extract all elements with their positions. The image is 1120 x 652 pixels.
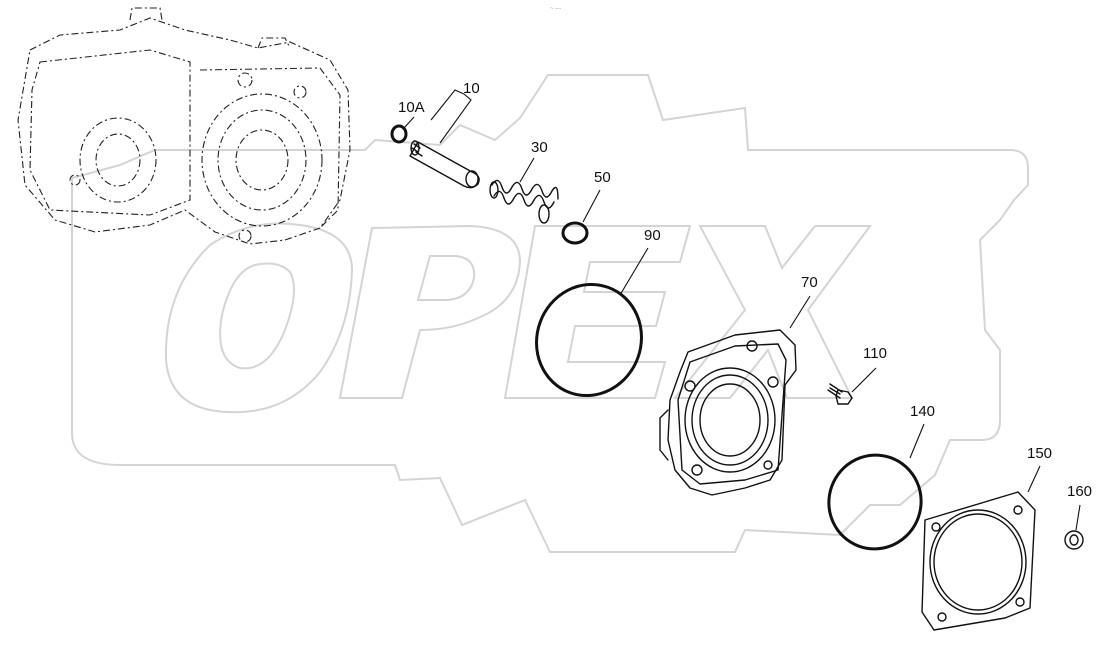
- header-mark: ~ ---: [550, 6, 561, 12]
- part-110-bolt: [827, 383, 853, 405]
- part-150-gasket: [921, 491, 1036, 631]
- watermark-opex: [164, 222, 872, 414]
- part-90-oring: [535, 282, 643, 398]
- callout-30: 30: [531, 139, 548, 156]
- callout-50: 50: [594, 169, 611, 186]
- part-10a-oring: [390, 124, 408, 144]
- callout-150: 150: [1027, 445, 1052, 462]
- part-160-nut: [1064, 530, 1084, 550]
- callout-70: 70: [801, 274, 818, 291]
- part-30-spring: [489, 179, 559, 224]
- part-50-oring: [561, 221, 589, 245]
- callout-160: 160: [1067, 483, 1092, 500]
- part-70-cover: [659, 329, 797, 496]
- callout-90: 90: [644, 227, 661, 244]
- callout-10a: 10A: [398, 99, 425, 116]
- gearbox-housing: [17, 7, 351, 245]
- leader-lines: [403, 89, 1081, 531]
- callout-140: 140: [910, 403, 935, 420]
- callout-10: 10: [463, 80, 480, 97]
- part-10-spool: [409, 140, 480, 189]
- callout-110: 110: [863, 345, 887, 362]
- part-140-oring: [827, 453, 923, 551]
- callout-labels: 10A 10 30 50 90 70 110 140 150 160: [398, 80, 1092, 500]
